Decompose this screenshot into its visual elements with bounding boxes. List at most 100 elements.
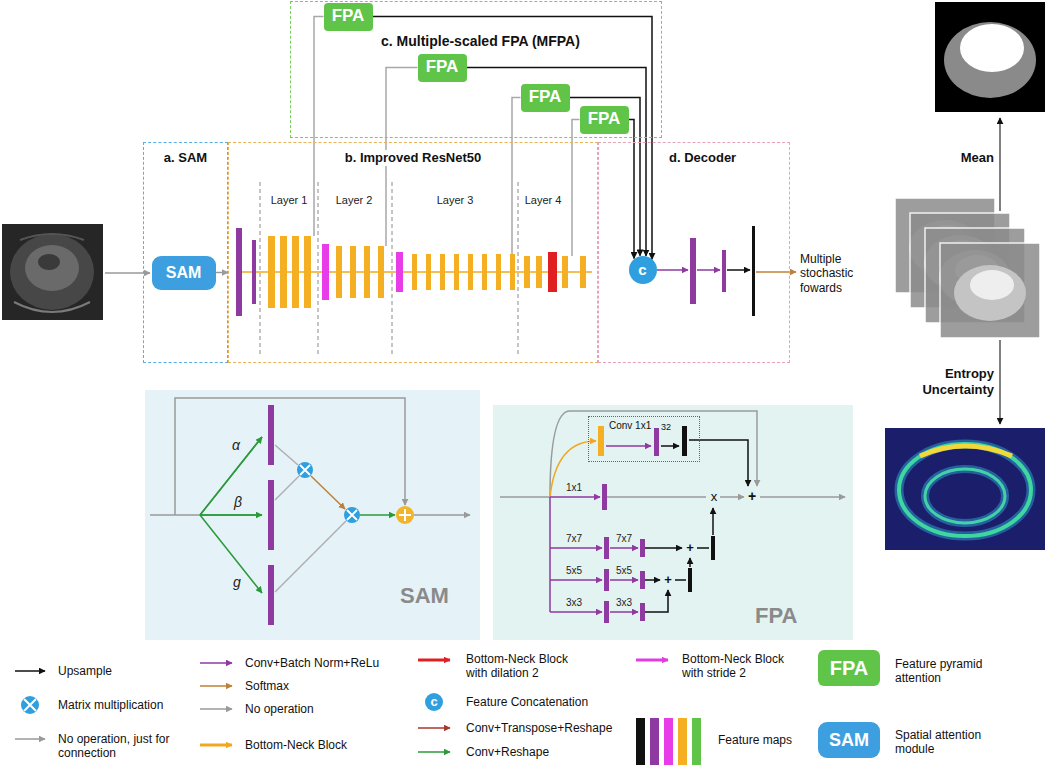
dashed-region: c. Multiple-scaled FPA (MFPA)FPAFPAFPAFP… bbox=[290, 1, 662, 138]
sam-detail-drawing bbox=[275, 445, 346, 592]
backbone-feature-maps bbox=[322, 244, 329, 300]
kernel-label: 7x7 bbox=[566, 533, 582, 545]
output-arrows bbox=[999, 118, 1001, 211]
entropy-uncertainty-map bbox=[885, 428, 1045, 550]
legend-samples bbox=[200, 708, 232, 710]
mri-input-image bbox=[20, 234, 84, 240]
decoder-feature-maps bbox=[727, 269, 750, 271]
stochastic-output-stack bbox=[954, 265, 1026, 321]
decoder-feature-maps bbox=[657, 269, 688, 271]
sam-detail-drawing bbox=[396, 506, 414, 524]
stochastic-output-stack bbox=[940, 243, 1040, 338]
backbone-feature-maps bbox=[482, 254, 487, 290]
fpa-detail-drawing bbox=[645, 547, 682, 549]
fpa-detail-drawing bbox=[604, 601, 609, 623]
fpa-detail-drawing bbox=[604, 569, 609, 591]
layer-label: Layer 3 bbox=[437, 194, 474, 207]
fpa-detail-drawing bbox=[640, 603, 645, 621]
node-text: c bbox=[638, 261, 646, 279]
backbone-feature-maps bbox=[580, 256, 586, 288]
fpa-detail-drawing bbox=[549, 497, 551, 612]
legend-text: Bottom-Neck Block with dilation 2 bbox=[466, 652, 591, 681]
sam-detail-drawing bbox=[399, 509, 411, 521]
node-text: SAM bbox=[166, 263, 202, 282]
dashed-region: a. SAMSAM bbox=[143, 142, 228, 363]
legend-samples bbox=[664, 718, 673, 765]
node-text: c. Multiple-scaled FPA (MFPA) bbox=[381, 33, 580, 50]
node-text: FPA bbox=[426, 57, 459, 77]
node-text: SAM bbox=[400, 583, 449, 609]
fpa-detail-drawing bbox=[682, 426, 687, 456]
backbone-feature-maps bbox=[292, 236, 299, 308]
sam-detail-drawing bbox=[200, 437, 262, 515]
fpa-detail-drawing bbox=[712, 508, 714, 535]
fpa-detail-drawing bbox=[645, 590, 668, 612]
layer-taps bbox=[314, 142, 572, 256]
node-text: FPA bbox=[332, 6, 365, 26]
detail-panel: SAM bbox=[145, 390, 480, 640]
legend-text: No operation bbox=[245, 702, 314, 716]
fpa-detail-drawing bbox=[610, 579, 638, 581]
sam-detail-drawing bbox=[297, 462, 313, 478]
legend-text: Conv+Batch Norm+ReLu bbox=[245, 656, 379, 670]
legend-text: Spatial attention module bbox=[895, 728, 1005, 757]
fpa-detail-drawing bbox=[550, 611, 602, 613]
legend-samples bbox=[418, 751, 450, 753]
connector bbox=[572, 120, 580, 143]
layer-taps bbox=[314, 142, 572, 256]
entropy-uncertainty-map bbox=[925, 469, 1005, 523]
backbone-feature-maps bbox=[364, 246, 370, 298]
backbone-feature-maps bbox=[280, 236, 287, 308]
branch-label: β bbox=[234, 494, 242, 511]
legend-text: Matrix multiplication bbox=[58, 698, 163, 712]
legend-samples bbox=[15, 650, 880, 765]
fpa-detail-drawing bbox=[689, 558, 691, 567]
decoder-feature-maps bbox=[752, 226, 755, 316]
fpa-detail-drawing bbox=[607, 496, 706, 498]
fpa-detail-drawing bbox=[550, 547, 602, 549]
kernel-label: 3x3 bbox=[616, 597, 632, 609]
legend-samples bbox=[678, 718, 687, 765]
operator-symbol: + bbox=[686, 540, 694, 556]
operator-symbol: + bbox=[664, 572, 672, 588]
fpa-detail-drawing bbox=[550, 496, 600, 498]
fpa-detail-drawing bbox=[720, 496, 744, 498]
branch-label: α bbox=[232, 437, 240, 454]
mri-input-image bbox=[2, 224, 103, 320]
fpa-detail-drawing bbox=[640, 571, 645, 589]
kernel-label: 5x5 bbox=[566, 565, 582, 577]
step-label: Entropy Uncertainty bbox=[898, 366, 994, 397]
fpa-detail-drawing bbox=[760, 496, 845, 498]
fpa-box: FPA bbox=[418, 54, 467, 82]
decoder-feature-maps bbox=[690, 238, 696, 304]
operator-symbol: x bbox=[711, 489, 718, 505]
backbone-feature-maps bbox=[236, 228, 242, 316]
legend-text: Feature maps bbox=[718, 733, 792, 747]
legend-samples bbox=[418, 659, 450, 662]
legend-text: Conv+Reshape bbox=[466, 745, 549, 759]
concat-circle: c bbox=[629, 256, 657, 284]
backbone-feature-maps bbox=[268, 236, 275, 308]
sam-detail-drawing bbox=[268, 565, 274, 625]
fpa-detail-drawing bbox=[604, 537, 609, 559]
node-text: FPA bbox=[755, 603, 797, 629]
mri-input-image bbox=[38, 254, 60, 270]
legend-samples bbox=[21, 696, 39, 714]
legend-samples bbox=[636, 718, 645, 765]
kernel-label: 5x5 bbox=[616, 565, 632, 577]
sam-detail-drawing bbox=[414, 514, 470, 516]
backbone-feature-maps bbox=[236, 228, 592, 316]
legend-samples bbox=[200, 662, 232, 664]
sam-detail-drawing bbox=[344, 507, 360, 523]
mean-prediction-image bbox=[935, 2, 1045, 112]
kernel-label: 1x1 bbox=[566, 482, 582, 494]
legend-samples bbox=[818, 722, 880, 758]
legend-samples bbox=[200, 685, 232, 687]
operator-symbol: + bbox=[748, 488, 756, 505]
entropy-uncertainty-map bbox=[899, 444, 1031, 536]
backbone-feature-maps bbox=[562, 256, 568, 288]
connector bbox=[216, 272, 229, 274]
stochastic-output-stack bbox=[970, 270, 1014, 300]
fpa-detail-drawing bbox=[550, 441, 596, 497]
